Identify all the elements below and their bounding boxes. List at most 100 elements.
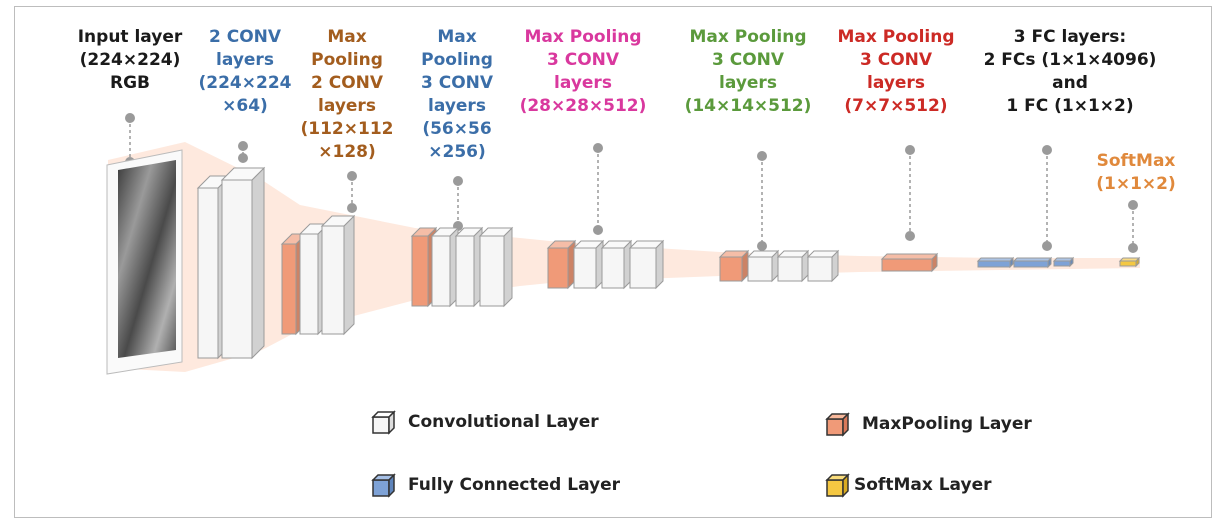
legend-maxpool-label: MaxPooling Layer <box>862 414 1032 434</box>
conv-layer-top <box>776 250 810 258</box>
conv-layer <box>746 249 780 283</box>
legend-fc: Fully Connected Layer <box>370 472 620 498</box>
connector-dot <box>905 231 915 241</box>
input-label-line: Input layer <box>77 27 183 47</box>
conv1-label-line: layers <box>216 50 274 70</box>
connector-dot <box>593 225 603 235</box>
fc-layer-front <box>1053 260 1071 267</box>
connector-dot <box>125 113 135 123</box>
input-label-line: RGB <box>109 73 150 93</box>
conv-layer-front <box>455 235 475 307</box>
block3-label-line: layers <box>428 96 486 116</box>
legend-softmax: SoftMax Layer <box>824 472 992 498</box>
legend-fc-label: Fully Connected Layer <box>408 475 621 495</box>
conv-layer-front <box>807 256 833 282</box>
conv-layer-top <box>746 250 780 258</box>
connector-dot <box>1128 200 1138 210</box>
maxpool-layer-front <box>719 256 743 282</box>
softmax-layer-swatch-icon <box>825 473 850 498</box>
conv-layer-side <box>343 214 355 336</box>
block4-label-line: (28×28×512) <box>519 96 647 116</box>
conv-layer-front <box>299 233 319 335</box>
conv-layer-front <box>747 256 773 282</box>
fc-label-line: 1 FC (1×1×2) <box>1006 96 1134 116</box>
conv-layer-front <box>321 225 345 335</box>
maxpool-layer-front <box>411 235 429 307</box>
block5-label-line: Max Pooling <box>689 27 807 47</box>
fc-label: 3 FC layers: 2 FCs (1×1×4096) and 1 FC (… <box>970 26 1170 118</box>
maxpool-layer-front <box>881 258 933 272</box>
connector-dot <box>347 203 357 213</box>
conv1-label: 2 CONV layers (224×224 ×64) <box>184 26 306 118</box>
softmax-label-line: (1×1×2) <box>1096 174 1176 194</box>
legend-softmax-label: SoftMax Layer <box>854 475 992 495</box>
block5-label-line: (14×14×512) <box>684 96 812 116</box>
block4-label: Max Pooling 3 CONV layers (28×28×512) <box>508 26 658 118</box>
conv1-label-line: 2 CONV <box>208 27 282 47</box>
fc-layer <box>1052 256 1075 268</box>
block6-label-line: 3 CONV <box>859 50 933 70</box>
input-layer-label: Input layer (224×224) RGB <box>55 26 205 95</box>
block4-label-line: 3 CONV <box>546 50 620 70</box>
conv-layer <box>806 249 840 283</box>
block2-label-line: (112×112 <box>300 119 394 139</box>
connector-dot <box>757 241 767 251</box>
block5-label-line: 3 CONV <box>711 50 785 70</box>
block2-label: Max Pooling 2 CONV layers (112×112 ×128) <box>288 26 406 164</box>
fc-layer <box>1012 256 1053 269</box>
legend-conv-label: Convolutional Layer <box>408 412 599 432</box>
block6-label-line: Max Pooling <box>837 27 955 47</box>
softmax-layer-front <box>1119 260 1137 267</box>
conv-layer-top <box>806 250 840 258</box>
legend-conv: Convolutional Layer <box>370 409 599 435</box>
block4-label-line: layers <box>554 73 612 93</box>
maxpool-layer <box>880 252 939 273</box>
block6-label-line: layers <box>867 73 925 93</box>
block2-label-line: ×128) <box>318 142 376 162</box>
maxpool-layer-swatch-icon <box>825 412 850 437</box>
conv-layer-side <box>655 239 664 290</box>
connector-dot <box>905 145 915 155</box>
conv-layer-front <box>479 235 505 307</box>
connector-dot <box>593 143 603 153</box>
fc-layer-front <box>977 260 1011 268</box>
block2-label-line: Pooling <box>311 50 383 70</box>
conv-layer <box>600 239 633 290</box>
softmax-label-line: SoftMax <box>1096 151 1176 171</box>
block6-label: Max Pooling 3 CONV layers (7×7×512) <box>822 26 970 118</box>
conv-layer <box>572 239 605 290</box>
conv-layer-front <box>431 235 451 307</box>
connector-dot <box>1042 241 1052 251</box>
block3-label-line: Max <box>437 27 477 47</box>
block4-label-line: Max Pooling <box>524 27 642 47</box>
conv1-label-line: ×64) <box>222 96 268 116</box>
maxpool-layer-top <box>880 253 939 260</box>
connector-dot <box>1042 145 1052 155</box>
conv-layer-side <box>503 226 513 308</box>
conv-layer <box>220 166 266 360</box>
block3-label: Max Pooling 3 CONV layers (56×56 ×256) <box>405 26 509 164</box>
input-label-line: (224×224) <box>79 50 181 70</box>
conv-layer-front <box>777 256 803 282</box>
maxpool-layer-front <box>281 243 297 335</box>
maxpool-layer-front <box>547 247 569 289</box>
fc-layer-front <box>1013 260 1049 268</box>
conv1-label-line: (224×224 <box>198 73 292 93</box>
conv-layer-front <box>601 247 625 289</box>
conv-layer-side <box>251 166 265 360</box>
softmax-layer <box>1118 256 1141 268</box>
legend-maxpool: MaxPooling Layer <box>824 411 1032 437</box>
fc-layer <box>976 256 1015 269</box>
conv-layer <box>628 239 665 290</box>
block2-label-line: 2 CONV <box>310 73 384 93</box>
block2-label-line: layers <box>318 96 376 116</box>
connector-dot <box>453 176 463 186</box>
maxpool-layer <box>718 249 750 283</box>
block3-label-line: 3 CONV <box>420 73 494 93</box>
block5-label-line: layers <box>719 73 777 93</box>
conv-layer <box>454 226 484 308</box>
connector-dot <box>1128 243 1138 253</box>
input-mammogram-image <box>118 160 176 358</box>
fc-label-line: 3 FC layers: <box>1013 27 1127 47</box>
